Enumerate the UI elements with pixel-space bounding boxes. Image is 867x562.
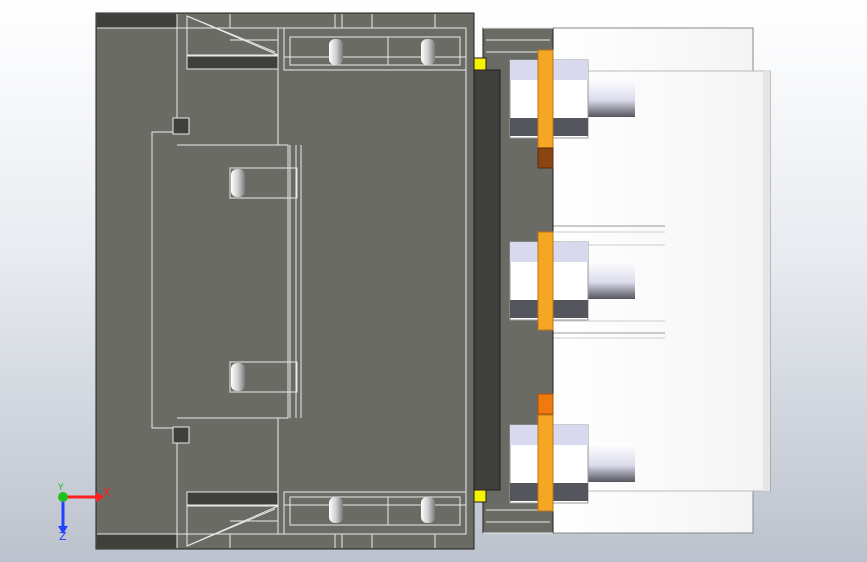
- z-axis-label: Z: [59, 530, 67, 543]
- y-axis-label: Y: [58, 483, 64, 493]
- key-bottom: [172, 426, 190, 444]
- pin: [231, 169, 245, 197]
- bolt-bottom[interactable]: [509, 393, 635, 512]
- pin: [329, 39, 435, 523]
- tab-orange: [537, 393, 554, 415]
- y-axis-dot: [58, 492, 68, 502]
- bolt-middle[interactable]: [509, 231, 635, 331]
- tab-brown: [537, 147, 554, 169]
- x-axis-label: X: [103, 486, 111, 499]
- coordinate-triad: [58, 492, 104, 534]
- main-block[interactable]: [95, 12, 475, 550]
- key-top: [172, 117, 190, 135]
- bolt-top[interactable]: [509, 49, 635, 169]
- pin: [231, 363, 245, 391]
